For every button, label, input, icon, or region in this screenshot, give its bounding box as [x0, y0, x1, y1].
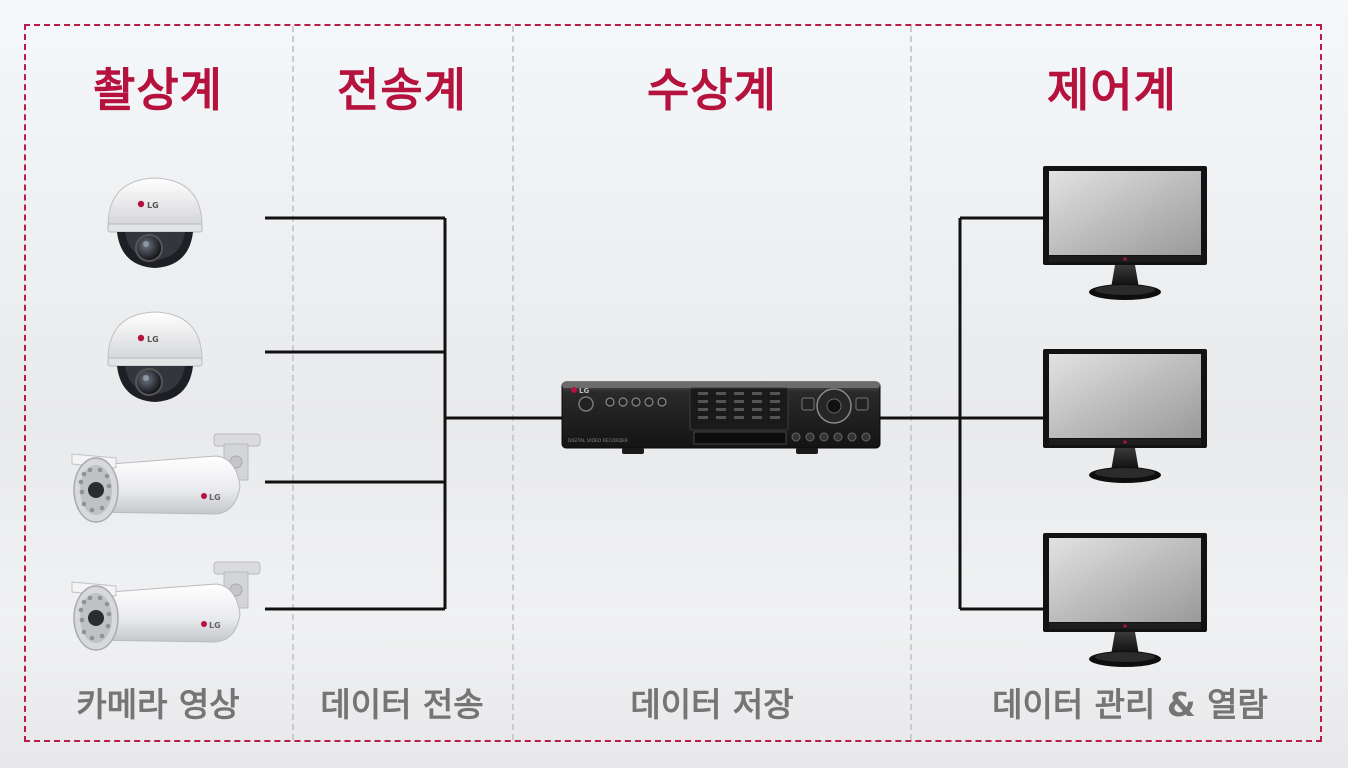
bullet-camera-icon [71, 433, 261, 523]
monitor-wires [880, 216, 1043, 611]
section-title-reception: 수상계 [647, 63, 777, 117]
section-caption-data-transmission: 데이터 전송 [320, 685, 484, 724]
monitor-icon [1043, 166, 1207, 300]
section-caption-camera-video: 카메라 영상 [76, 685, 240, 724]
monitor-icon [1043, 533, 1207, 667]
monitor-icon [1043, 349, 1207, 483]
dome-camera-icon [107, 311, 203, 403]
section-title-control: 제어계 [1047, 63, 1177, 117]
camera-wires [265, 216, 562, 611]
section-divider [910, 26, 912, 740]
section-divider [512, 26, 514, 740]
section-title-capture: 촬상계 [93, 63, 223, 117]
recorder-label: DIGITAL VIDEO RECORDER [568, 438, 628, 444]
recorder-logo: LG [579, 387, 589, 395]
section-divider [292, 26, 294, 740]
video-recorder-icon: LG DIGITAL VIDEO RECORDER [561, 381, 881, 454]
bullet-camera-icon [71, 561, 261, 651]
section-caption-data-storage: 데이터 저장 [630, 685, 794, 724]
diagram-frame [24, 24, 1322, 742]
dome-camera-icon [107, 177, 203, 269]
section-caption-data-management: 데이터 관리 & 열람 [992, 685, 1268, 724]
section-title-transmission: 전송계 [337, 63, 467, 117]
